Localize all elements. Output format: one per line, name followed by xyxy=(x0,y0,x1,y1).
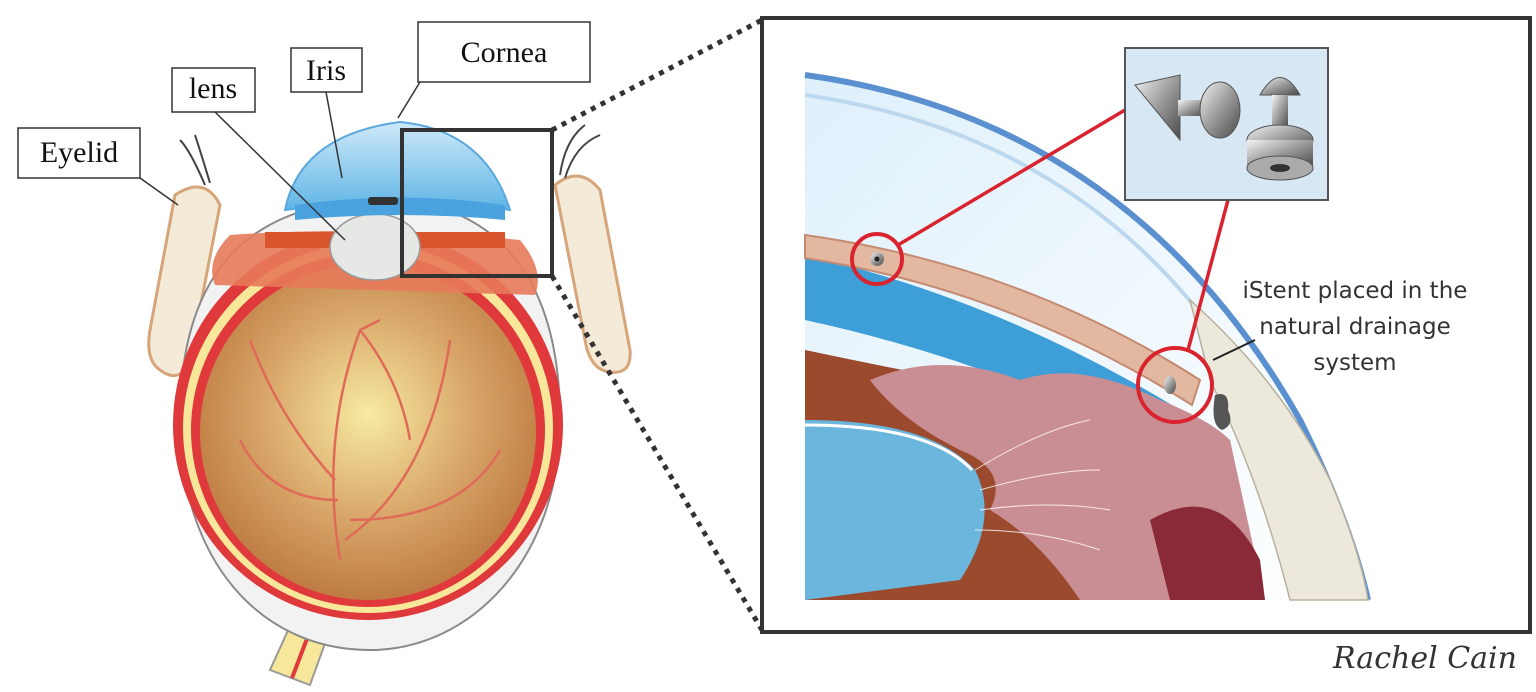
lens-edge xyxy=(805,420,985,600)
label-eyelid: Eyelid xyxy=(17,127,179,206)
trabecular-band xyxy=(804,233,1202,407)
svg-text:natural drainage: natural drainage xyxy=(1259,314,1450,340)
stent-large xyxy=(1164,376,1176,394)
svg-text:Iris: Iris xyxy=(306,54,346,87)
panel-frame xyxy=(760,16,1532,634)
eye-cross-section xyxy=(147,120,632,687)
svg-text:Cornea: Cornea xyxy=(461,36,548,69)
svg-text:lens: lens xyxy=(189,72,237,105)
caption: iStent placed in the natural drainage sy… xyxy=(1243,278,1468,376)
label-iris: Iris xyxy=(290,47,363,179)
highlight-circle-2 xyxy=(1136,346,1214,424)
artist-signature: Rachel Cain xyxy=(1332,641,1517,676)
svg-text:system: system xyxy=(1313,350,1396,376)
stent-inset xyxy=(1124,47,1329,201)
lens-shape xyxy=(329,213,421,281)
magnified-panel: iStent placed in the natural drainage sy… xyxy=(760,16,1532,634)
cornea-shape xyxy=(283,120,512,212)
label-cornea: Cornea xyxy=(397,21,591,119)
label-lens: lens xyxy=(171,67,346,241)
caption-pointer xyxy=(1212,339,1256,361)
svg-text:Eyelid: Eyelid xyxy=(40,136,118,169)
sclera-region xyxy=(1188,297,1369,601)
zoom-connector-bottom xyxy=(549,274,765,632)
highlight-circle-1 xyxy=(850,232,904,286)
vitreous xyxy=(200,264,536,600)
magnify-region xyxy=(400,128,554,278)
upper-eyelid-left xyxy=(147,185,222,378)
eyelid-right xyxy=(553,174,632,374)
blood-vessels xyxy=(238,318,502,561)
svg-text:iStent placed in the: iStent placed in the xyxy=(1243,278,1468,304)
